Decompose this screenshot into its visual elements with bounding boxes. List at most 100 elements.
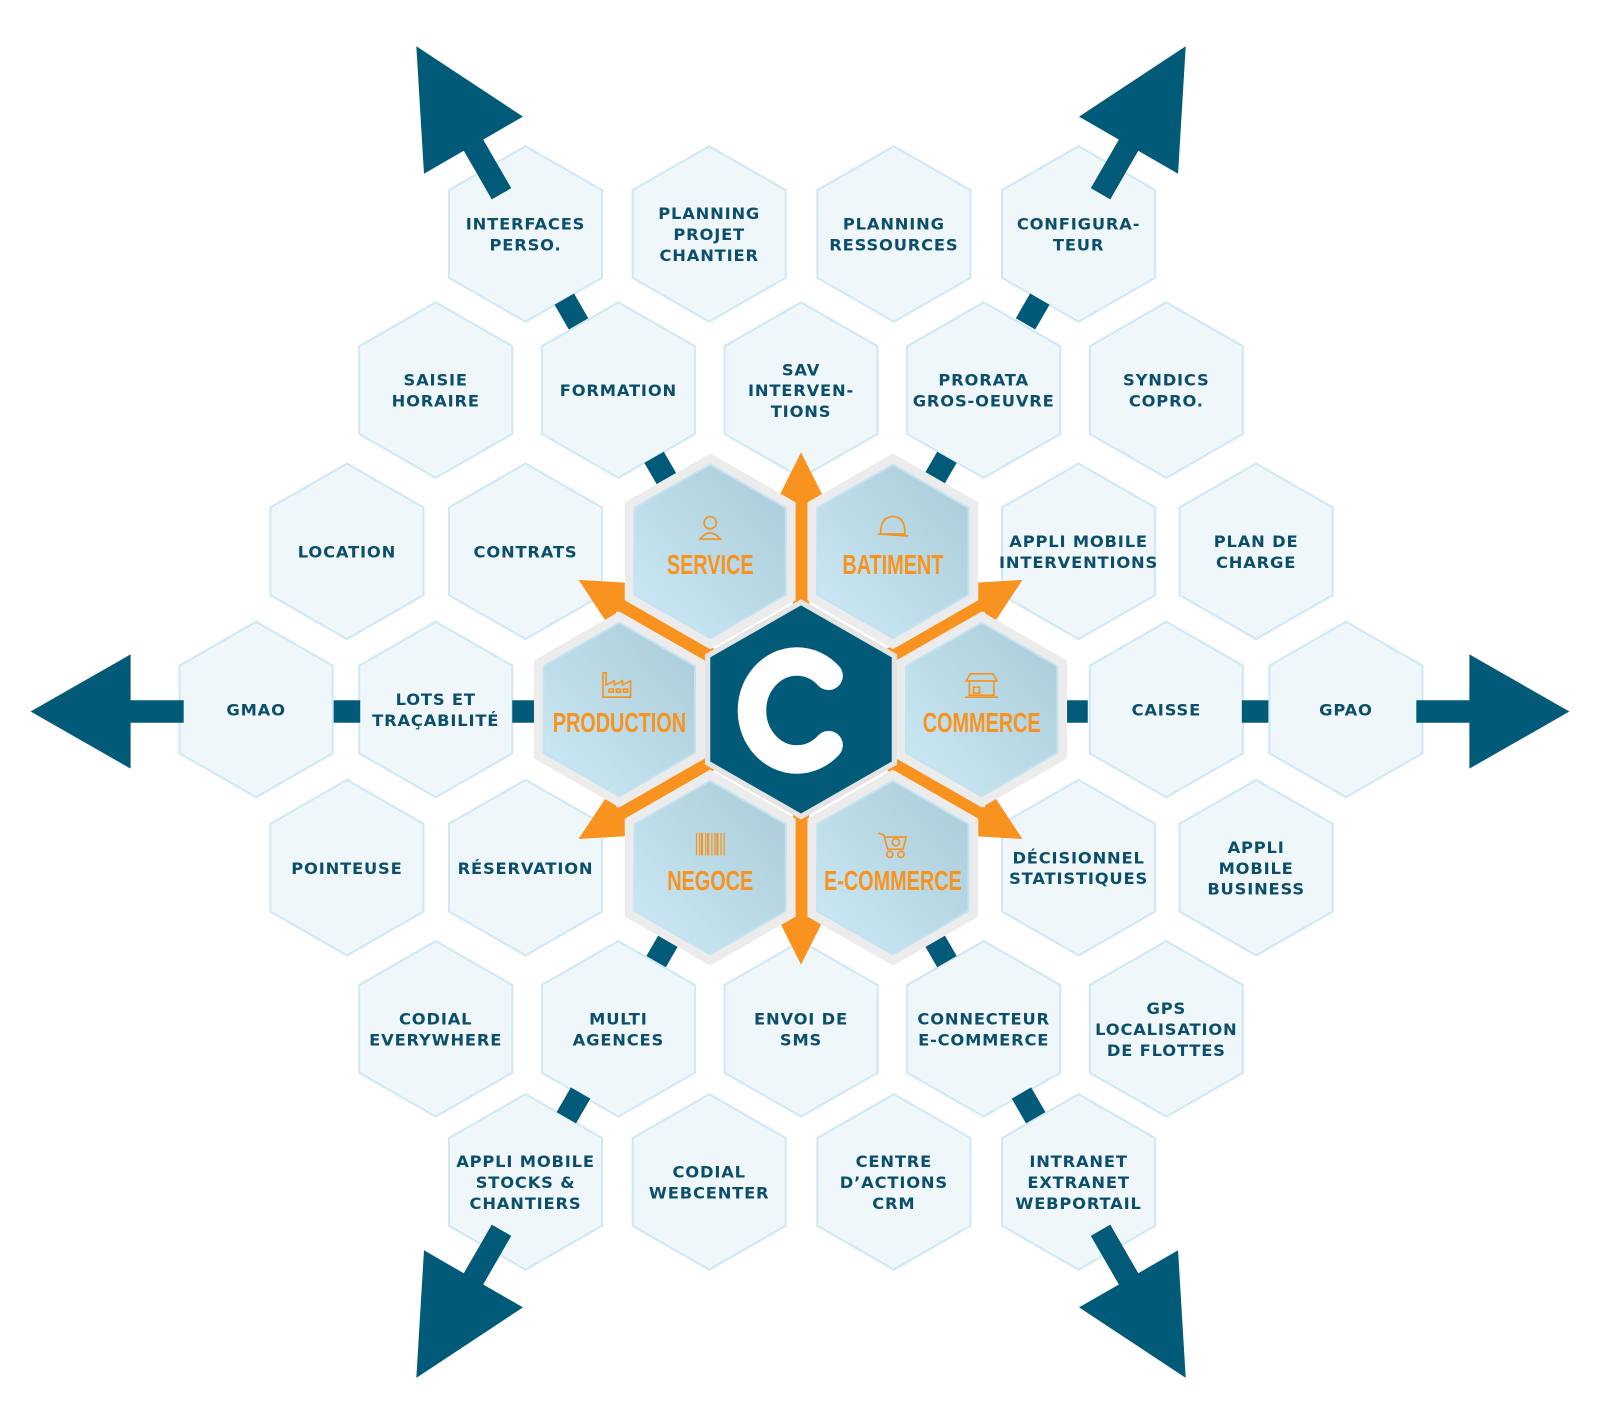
arrow-up-right-icon xyxy=(1079,46,1186,200)
module-label: GPAO xyxy=(1319,701,1373,720)
module-label: BUSINESS xyxy=(1207,880,1305,899)
category-production[interactable] xyxy=(533,611,705,808)
category-service[interactable] xyxy=(624,453,796,650)
category-hexagon-shape xyxy=(633,779,787,956)
module-label: WEBPORTAIL xyxy=(1015,1194,1141,1213)
connector-link xyxy=(1061,700,1088,723)
module-hexagon-shape xyxy=(1001,145,1157,323)
module-hexagon-shape xyxy=(816,145,972,323)
module-label: TEUR xyxy=(1053,236,1104,255)
module-configura-teur[interactable]: CONFIGURA- TEUR xyxy=(1001,145,1157,323)
module-hexagon-shape xyxy=(906,939,1062,1118)
module-gpao[interactable]: GPAO xyxy=(1268,620,1424,799)
module-hexagon-shape xyxy=(358,620,514,799)
module-label: SAISIE xyxy=(404,371,468,390)
module-location[interactable]: LOCATION xyxy=(269,462,425,641)
module-contrats[interactable]: CONTRATS xyxy=(447,462,604,641)
module-label: E-COMMERCE xyxy=(918,1030,1049,1049)
module-label: TRAÇABILITÉ xyxy=(372,711,499,730)
module-hexagon-shape xyxy=(1001,778,1157,957)
module-label: CRM xyxy=(872,1194,915,1213)
category-label[interactable]: SERVICE xyxy=(667,550,754,581)
category-hexagons xyxy=(533,453,1068,966)
module-label: CHANTIER xyxy=(660,246,759,265)
module-label: DE FLOTTES xyxy=(1107,1041,1226,1060)
module-label: INTERVENTIONS xyxy=(999,553,1158,572)
module-hexagon-shape xyxy=(816,1092,972,1271)
category-label[interactable]: BATIMENT xyxy=(842,550,943,581)
module-label: CODIAL xyxy=(399,1010,472,1029)
module-hexagon-shape xyxy=(906,301,1062,480)
module-hexagon-shape xyxy=(540,301,696,480)
category-batiment[interactable] xyxy=(807,453,979,650)
category-commerce[interactable] xyxy=(896,611,1068,808)
module-caisse[interactable]: CAISSE xyxy=(1088,620,1244,799)
module-label: RESSOURCES xyxy=(829,236,958,255)
module-planning-ressources[interactable]: PLANNING RESSOURCES xyxy=(816,145,972,323)
store-icon xyxy=(964,672,999,699)
module-label: MULTI xyxy=(589,1010,647,1029)
module-label: COPRO. xyxy=(1129,392,1204,411)
orange-arrow-up-icon xyxy=(776,452,826,716)
module-label: PLANNING xyxy=(843,215,945,234)
category-hexagon-shape xyxy=(816,463,970,640)
arrow-left-icon xyxy=(30,654,184,769)
module-label: PRORATA xyxy=(938,371,1029,390)
module-pointeuse[interactable]: POINTEUSE xyxy=(269,778,425,957)
orange-arrow-down-icon xyxy=(776,701,826,965)
module-gmao[interactable]: GMAO xyxy=(178,620,334,799)
barcode-icon xyxy=(695,832,725,856)
category-e-commerce[interactable] xyxy=(807,769,979,966)
module-hexagon-shape xyxy=(358,939,514,1118)
module-hexagon-shape xyxy=(1088,939,1244,1118)
category-labels: SERVICE BATIMENT PRODUCTION COMMERCE NEGOCE E… xyxy=(553,550,1041,897)
connector-link xyxy=(512,700,539,723)
module-label: CODIAL xyxy=(672,1163,745,1182)
arrow-down-right-icon xyxy=(1079,1224,1186,1378)
module-reservation[interactable]: RÉSERVATION xyxy=(447,778,604,957)
module-hexagon-shape xyxy=(723,939,879,1118)
module-label: CONTRATS xyxy=(474,542,578,561)
module-hexagon-shape xyxy=(358,301,514,480)
category-label[interactable]: NEGOCE xyxy=(667,866,753,897)
category-label[interactable]: E-COMMERCE xyxy=(824,866,962,897)
module-label: CHANTIERS xyxy=(470,1194,582,1213)
category-label[interactable]: COMMERCE xyxy=(923,708,1041,739)
module-label: PLANNING xyxy=(658,204,760,223)
module-label: CHARGE xyxy=(1216,553,1296,572)
factory-icon xyxy=(602,671,632,699)
module-label: CONFIGURA- xyxy=(1017,215,1140,234)
module-hexagon-shape xyxy=(447,145,604,323)
module-hexagon-shape xyxy=(631,1092,787,1271)
support-agent-icon xyxy=(698,515,723,540)
module-label: LOCALISATION xyxy=(1095,1020,1237,1039)
module-label: RÉSERVATION xyxy=(458,859,594,878)
module-formation[interactable]: FORMATION xyxy=(540,301,696,480)
connector-link xyxy=(1015,293,1050,330)
category-negoce[interactable] xyxy=(624,769,796,966)
module-label: POINTEUSE xyxy=(291,859,402,878)
category-label[interactable]: PRODUCTION xyxy=(553,708,686,739)
module-hexagon-shape xyxy=(1178,778,1334,957)
